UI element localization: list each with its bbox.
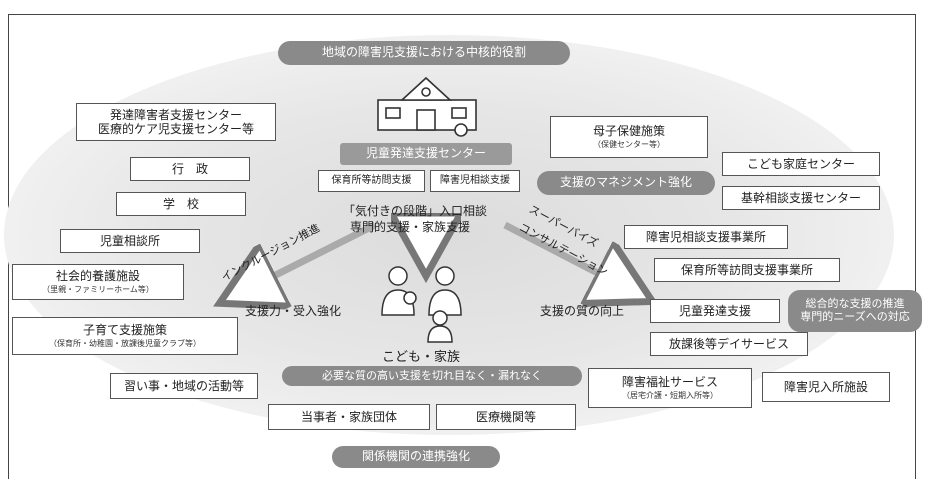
left-text: 支援力・受入強化 xyxy=(245,304,342,318)
center-main-line1: 「気付きの段階」入口相談 xyxy=(343,204,488,218)
center-sub-left-box: 保育所等訪問支援 xyxy=(318,170,425,192)
hattatsu-line1: 発達障害者支援センター xyxy=(109,107,242,122)
shakai-name: 社会的養護施設 xyxy=(55,269,140,283)
gakko-label: 学 校 xyxy=(162,196,199,211)
tojisha-label: 当事者・家族団体 xyxy=(300,409,397,424)
box-kodomo-katei: こども家庭センター xyxy=(722,152,880,176)
box-shougaiji-soudan: 障害児相談支援事業所 xyxy=(624,225,788,249)
header-pill: 地域の障害児支援における中核的役割 xyxy=(278,41,570,65)
bottom-bar-label: 必要な質の高い支援を切れ目なく・漏れなく xyxy=(322,368,542,382)
box-houkago: 放課後等デイサービス xyxy=(650,332,808,356)
iryo-label: 医療機関等 xyxy=(475,409,536,424)
box-shakai: 社会的養護施設 （里親・ファミリーホーム等） xyxy=(12,264,184,300)
fukushi-name: 障害福祉サービス xyxy=(621,375,718,389)
comprehensive-line1: 総合的な支援の推進 xyxy=(805,297,905,311)
shougaiji-soudan-label: 障害児相談支援事業所 xyxy=(645,229,766,244)
center-title: 児童発達支援センター xyxy=(365,146,486,161)
kosodate-sub: （保育所・幼稚園・放課後児童クラブ等） xyxy=(49,339,201,349)
center-sub-left: 保育所等訪問支援 xyxy=(331,175,412,186)
bottom-bar-pill: 必要な質の高い支援を切れ目なく・漏れなく xyxy=(282,366,582,386)
management-label: 支援のマネジメント強化 xyxy=(559,175,692,190)
hoikusho-houmon-label: 保育所等訪問支援事業所 xyxy=(680,262,813,277)
box-jidou-hattatsu: 児童発達支援 xyxy=(650,299,780,323)
box-hattatsu: 発達障害者支援センター 医療的ケア児支援センター等 xyxy=(76,103,276,141)
bottom-label-pill: 関係機関の連携強化 xyxy=(332,446,500,468)
box-naraigoto: 習い事・地域の活動等 xyxy=(110,373,258,399)
boshi-sub: （保健センター等） xyxy=(593,140,665,150)
nyusho-label: 障害児入所施設 xyxy=(783,379,868,394)
box-jidou-soudan: 児童相談所 xyxy=(60,229,200,253)
gyosei-label: 行 政 xyxy=(171,161,208,176)
building-icon xyxy=(377,76,477,137)
houkago-label: 放課後等デイサービス xyxy=(668,336,789,351)
family-icon xyxy=(381,266,462,343)
naraigoto-label: 習い事・地域の活動等 xyxy=(123,378,244,393)
box-iryo: 医療機関等 xyxy=(436,404,576,430)
kikan-soudan-label: 基幹相談支援センター xyxy=(740,190,861,205)
family-label: こども・家族 xyxy=(382,350,461,365)
jidou-hattatsu-label: 児童発達支援 xyxy=(678,303,751,318)
kodomo-katei-label: こども家庭センター xyxy=(746,156,855,171)
right-arrow xyxy=(503,221,640,295)
box-boshi: 母子保健施策 （保健センター等） xyxy=(550,116,708,158)
kosodate-name: 子育て支援施策 xyxy=(82,323,167,337)
right-text: 支援の質の向上 xyxy=(540,304,625,318)
center-sub-right-box: 障害児相談支援 xyxy=(430,170,520,192)
jidou-soudan-label: 児童相談所 xyxy=(99,233,160,248)
box-gakko: 学 校 xyxy=(116,192,246,216)
header-title: 地域の障害児支援における中核的役割 xyxy=(321,45,526,60)
management-pill: 支援のマネジメント強化 xyxy=(537,171,715,195)
box-gyosei: 行 政 xyxy=(130,157,250,181)
box-kikan-soudan: 基幹相談支援センター xyxy=(722,186,880,210)
center-sub-right: 障害児相談支援 xyxy=(440,175,510,186)
bottom-label: 関係機関の連携強化 xyxy=(361,449,470,464)
center-title-pill: 児童発達支援センター xyxy=(340,143,512,165)
shakai-sub: （里親・ファミリーホーム等） xyxy=(42,285,154,295)
comprehensive-pill: 総合的な支援の推進 専門的ニーズへの対応 xyxy=(788,290,922,332)
comprehensive-line2: 専門的ニーズへの対応 xyxy=(800,310,910,323)
box-nyusho: 障害児入所施設 xyxy=(762,372,890,402)
box-hoikusho-houmon: 保育所等訪問支援事業所 xyxy=(654,258,840,282)
center-main-line2: 専門的支援・家族支援 xyxy=(350,220,471,234)
boshi-name: 母子保健施策 xyxy=(592,124,665,138)
box-kosodate: 子育て支援施策 （保育所・幼稚園・放課後児童クラブ等） xyxy=(12,317,238,355)
left-arrow xyxy=(232,221,377,297)
box-tojisha: 当事者・家族団体 xyxy=(268,404,430,430)
box-fukushi: 障害福祉サービス （居宅介護・短期入所等） xyxy=(588,368,752,408)
hattatsu-line2: 医療的ケア児支援センター等 xyxy=(97,122,254,136)
fukushi-sub: （居宅介護・短期入所等） xyxy=(622,391,718,401)
